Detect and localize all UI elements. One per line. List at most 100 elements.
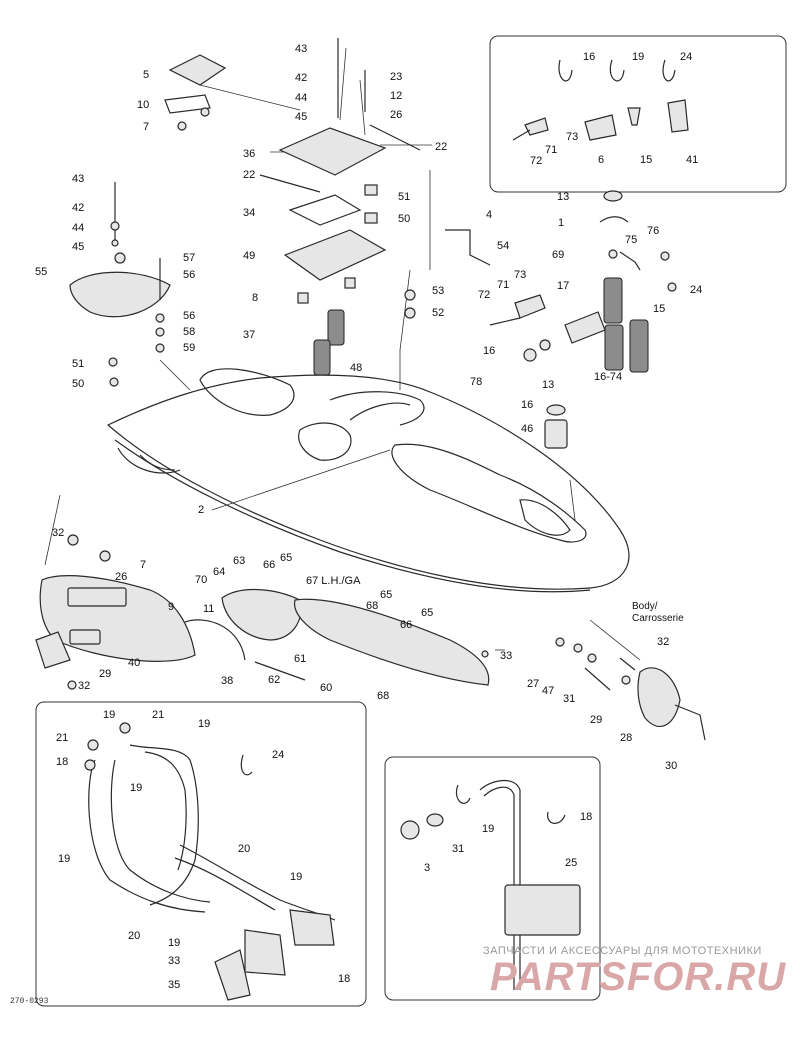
callout-66: 66 <box>400 619 412 631</box>
stern-bracket <box>555 637 706 741</box>
callout-56: 56 <box>183 269 195 281</box>
watermark-tagline: ЗАПЧАСТИ И АКСЕССУАРЫ ДЛЯ МОТОТЕХНИКИ <box>483 945 762 957</box>
callout-78: 78 <box>470 376 482 388</box>
callout-42: 42 <box>72 202 84 214</box>
callout-22: 22 <box>435 141 447 153</box>
callout-43: 43 <box>72 173 84 185</box>
callout-20: 20 <box>128 930 140 942</box>
callout-19: 19 <box>130 782 142 794</box>
callout-5: 5 <box>143 69 149 81</box>
callout-19: 19 <box>103 709 115 721</box>
callout-22: 22 <box>243 169 255 181</box>
callout-63: 63 <box>233 555 245 567</box>
callout-65: 65 <box>421 607 433 619</box>
callout-76: 76 <box>647 225 659 237</box>
body-label: Body/ <box>632 601 658 612</box>
callout-38: 38 <box>221 675 233 687</box>
callout-72: 72 <box>478 289 490 301</box>
callout-45: 45 <box>295 111 307 123</box>
callout-44: 44 <box>72 222 84 234</box>
drain-hose <box>400 780 581 990</box>
callout-32: 32 <box>78 680 90 692</box>
callout-28: 28 <box>620 732 632 744</box>
callout-27: 27 <box>527 678 539 690</box>
callout-19: 19 <box>482 823 494 835</box>
callout-41: 41 <box>686 154 698 166</box>
callout-24: 24 <box>272 749 284 761</box>
callout-8: 8 <box>252 292 258 304</box>
body-label-fr: Carrosserie <box>632 613 684 624</box>
mounting-plate-assembly <box>164 38 421 376</box>
callout-18: 18 <box>338 973 350 985</box>
callout-1: 1 <box>558 217 564 229</box>
callout-68: 68 <box>366 600 378 612</box>
callout-2: 2 <box>198 504 204 516</box>
callout-19: 19 <box>290 871 302 883</box>
callout-75: 75 <box>625 234 637 246</box>
leader-lines <box>44 47 641 661</box>
callout-65: 65 <box>280 552 292 564</box>
callout-51: 51 <box>398 191 410 203</box>
callout-26: 26 <box>390 109 402 121</box>
callout-13: 13 <box>542 379 554 391</box>
callout-60: 60 <box>320 682 332 694</box>
hardware-clips <box>512 59 689 141</box>
callout-18: 18 <box>56 756 68 768</box>
callout-11: 11 <box>203 603 214 615</box>
callout-52: 52 <box>432 307 444 319</box>
drawing-code: 270-0293 <box>10 997 49 1006</box>
callout-54: 54 <box>497 240 509 252</box>
callout-19: 19 <box>58 853 70 865</box>
callout-73: 73 <box>514 269 526 281</box>
callout-69: 69 <box>552 249 564 261</box>
watermark-brand: PARTSFOR.RU <box>490 955 787 999</box>
callout-72: 72 <box>530 155 542 167</box>
callout-12: 12 <box>390 90 402 102</box>
callout-45: 45 <box>72 241 84 253</box>
callout-68: 68 <box>377 690 389 702</box>
callout-32: 32 <box>52 527 64 539</box>
callout-40: 40 <box>128 657 140 669</box>
callout-37: 37 <box>243 329 255 341</box>
handle-bar <box>84 722 336 1001</box>
callout-66: 66 <box>263 559 275 571</box>
callout-57: 57 <box>183 252 195 264</box>
callout-51: 51 <box>72 358 84 370</box>
inset-frame-hose <box>384 756 601 1001</box>
callout-50: 50 <box>398 213 410 225</box>
callout-42: 42 <box>295 72 307 84</box>
callout-58: 58 <box>183 326 195 338</box>
callout-23: 23 <box>390 71 402 83</box>
callout-13: 13 <box>557 191 569 203</box>
callout-70: 70 <box>195 574 207 586</box>
callout-47: 47 <box>542 685 554 697</box>
callout-62: 62 <box>268 674 280 686</box>
callout-29: 29 <box>99 668 111 680</box>
callout-49: 49 <box>243 250 255 262</box>
filler-assembly <box>445 190 677 449</box>
hull-body <box>106 368 630 593</box>
callout-67-lh: 67 L.H./GA <box>306 575 361 587</box>
callout-15: 15 <box>640 154 652 166</box>
callout-33: 33 <box>168 955 180 967</box>
callout-48: 48 <box>350 362 362 374</box>
callout-10: 10 <box>137 99 149 111</box>
callout-16: 16 <box>521 399 533 411</box>
inset-frame-hardware <box>489 35 787 193</box>
callout-35: 35 <box>168 979 180 991</box>
callout-17: 17 <box>557 280 569 292</box>
callout-26: 26 <box>115 571 127 583</box>
inset-frame-handle <box>35 701 367 1007</box>
callout-18: 18 <box>580 811 592 823</box>
callout-19: 19 <box>632 51 644 63</box>
callout-21: 21 <box>56 732 68 744</box>
callout-20: 20 <box>238 843 250 855</box>
callout-34: 34 <box>243 207 255 219</box>
callout-33: 33 <box>500 650 512 662</box>
callout-16: 16 <box>583 51 595 63</box>
callout-labels: 43 42 23 44 12 45 26 5 10 7 22 36 22 51 … <box>35 43 702 991</box>
callout-36: 36 <box>243 148 255 160</box>
callout-55: 55 <box>35 266 47 278</box>
callout-29: 29 <box>590 714 602 726</box>
